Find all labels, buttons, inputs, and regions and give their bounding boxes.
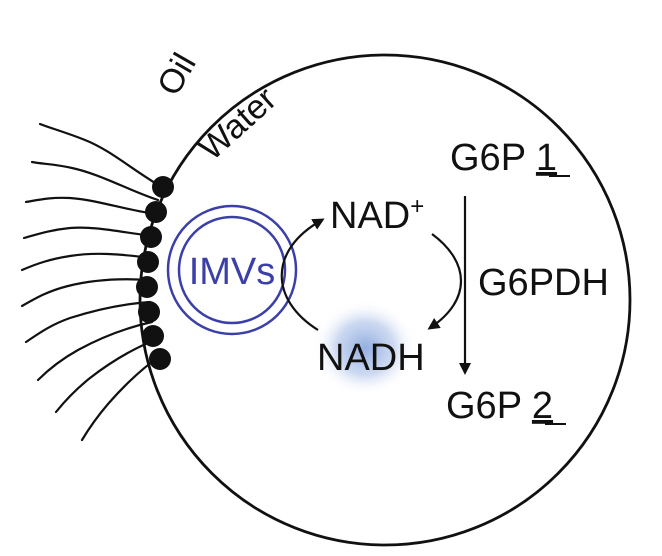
nad-text: NAD: [330, 195, 410, 237]
surfactant-head: [137, 251, 159, 273]
nadh-glow: [313, 300, 417, 396]
surfactant-tail: [20, 252, 152, 272]
imvs-label: IMVs: [189, 251, 276, 293]
nad-plus-label: NAD+: [330, 193, 424, 237]
surfactant-tails: [20, 122, 162, 442]
surfactant-head: [138, 301, 160, 323]
surfactant-head: [140, 226, 162, 248]
droplet-boundary: [138, 53, 632, 547]
surfactant-heads: [136, 176, 174, 370]
nad-to-nadh-arrow: [427, 233, 463, 330]
g6p1-prefix: G6P: [450, 137, 536, 179]
nad-superscript: +: [410, 193, 424, 220]
surfactant-head: [145, 201, 167, 223]
g6p2-prefix: G6P: [446, 385, 532, 427]
water-label: Water: [192, 80, 284, 168]
surfactant-tail: [80, 354, 162, 442]
vesicle-inner-membrane: [177, 215, 287, 325]
surfactant-head: [142, 325, 164, 347]
surfactant-head: [136, 276, 158, 298]
surfactant-tail: [24, 300, 152, 344]
nadh-label: NADH: [317, 337, 425, 379]
g6p2-number: 2: [532, 385, 553, 427]
imvs-vesicle: IMVs: [166, 204, 298, 336]
oil-label: Oil: [150, 47, 204, 102]
vesicle-outer-membrane: [166, 204, 298, 336]
surfactant-head: [152, 176, 174, 198]
surfactant-tail: [22, 226, 154, 240]
g6pdh-label: G6PDH: [478, 262, 609, 304]
nadh-to-nad-arrow: [280, 218, 325, 331]
g6p1-number: 1: [536, 137, 557, 179]
surfactant-tail: [54, 338, 157, 414]
surfactant-head: [149, 348, 171, 370]
surfactant-tail: [20, 278, 150, 308]
g6p2-label: G6P 2: [446, 385, 553, 427]
surfactant-tail: [36, 320, 154, 382]
surfactant-tail: [24, 196, 158, 216]
surfactant-tail: [38, 122, 162, 188]
surfactant-tail: [30, 160, 160, 202]
g6p1-label: G6P 1: [450, 137, 557, 179]
